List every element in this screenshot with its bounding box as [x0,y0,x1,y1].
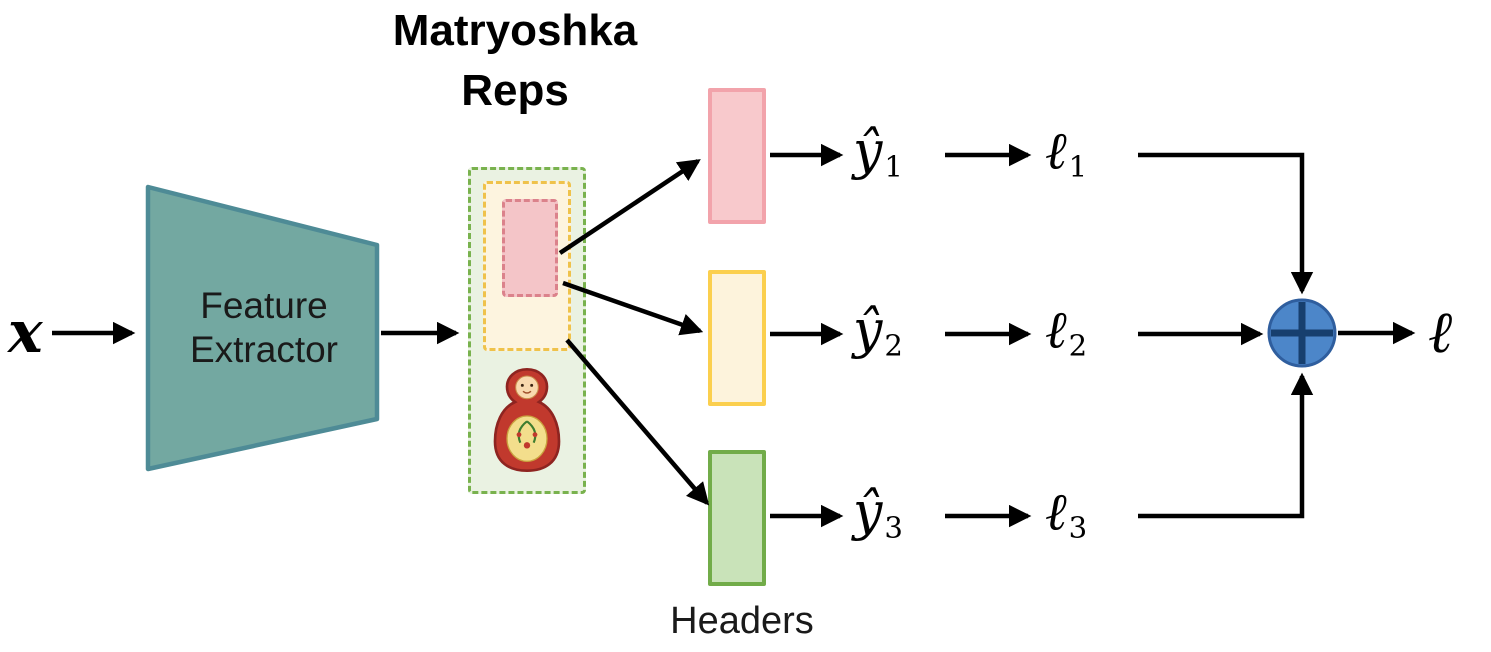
arrow-reps-to-header3 [565,338,710,506]
arrow-loss3-to-sum [1138,372,1314,519]
arrow-reps-to-header2 [562,280,704,336]
feature-extractor-shape [145,184,380,472]
loss-label-2: ℓ2 [1045,300,1088,363]
arrow-reps-to-header1 [558,159,701,255]
matryoshka-reps-title-line2: Reps [461,66,569,115]
matryoshka-doll-icon [487,364,567,476]
final-loss-label: ℓ [1428,297,1453,366]
header-block-1-pink [708,88,766,224]
header-block-2-yellow [708,270,766,406]
circled-plus-icon [1267,298,1337,368]
matryoshka-reps-title-line1: Matryoshka [392,6,638,55]
pred-label-1: ŷ1 [853,121,903,184]
headers-caption: Headers [670,600,814,642]
pred-label-2: ŷ2 [853,300,903,363]
loss-label-3: ℓ3 [1045,482,1088,545]
header-block-3-green [708,450,766,586]
rep-box-inner-pink [502,199,558,297]
pred-label-3: ŷ3 [853,482,903,545]
feature-extractor-label: Feature Extractor [189,285,339,370]
input-label: x [8,297,43,366]
loss-label-1: ℓ1 [1045,121,1088,184]
arrow-loss1-to-sum [1138,152,1314,295]
